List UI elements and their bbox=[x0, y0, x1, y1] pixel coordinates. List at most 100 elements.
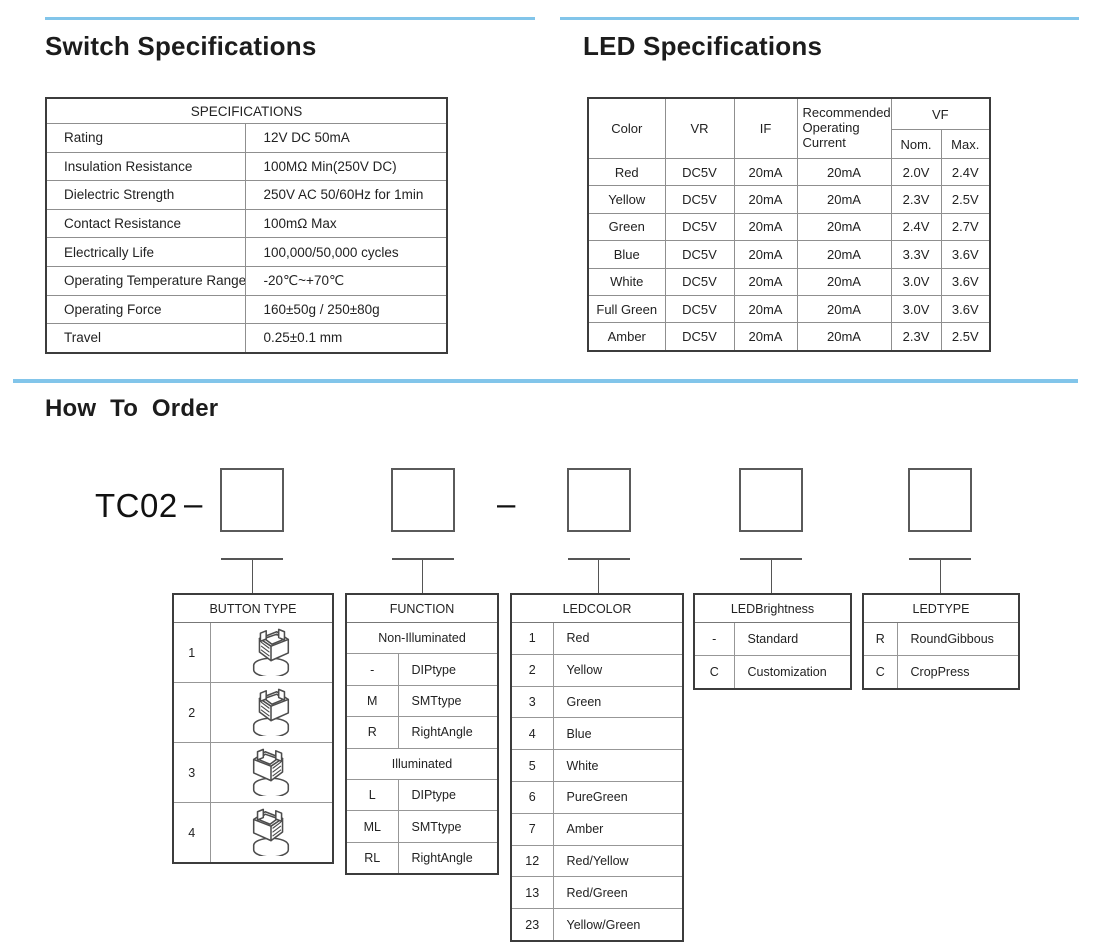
label-cell: Blue bbox=[552, 717, 684, 751]
led-color-cell: White bbox=[587, 267, 666, 296]
vf-nom-cell: 3.0V bbox=[890, 267, 942, 296]
vf-nom-cell: 3.3V bbox=[890, 240, 942, 269]
table-row: -Standard bbox=[693, 622, 852, 656]
label-cell: RoundGibbous bbox=[896, 622, 1020, 656]
vf-nom-cell: 2.3V bbox=[890, 322, 942, 352]
spec-label: Operating Temperature Range bbox=[45, 265, 246, 296]
code-cell: 2 bbox=[172, 682, 211, 743]
code-cell: ML bbox=[345, 810, 399, 843]
spec-value: 100MΩ Min(250V DC) bbox=[244, 151, 448, 182]
label-cell: Yellow/Green bbox=[552, 908, 684, 942]
roc-cell: 20mA bbox=[796, 322, 892, 352]
button-image-cell bbox=[209, 802, 334, 864]
vf-nom-cell: 2.3V bbox=[890, 185, 942, 214]
code-cell: C bbox=[862, 655, 898, 690]
table-row: 4 bbox=[172, 802, 334, 864]
vf-max-cell: 3.6V bbox=[940, 240, 991, 269]
vr-cell: DC5V bbox=[664, 185, 735, 214]
label-cell: Amber bbox=[552, 812, 684, 846]
table-row: 2 bbox=[172, 682, 334, 743]
code-cell: 3 bbox=[510, 685, 554, 719]
label-cell: DIPtype bbox=[397, 778, 499, 812]
col-header-max: Max. bbox=[940, 129, 991, 159]
table-header: BUTTON TYPE bbox=[172, 593, 334, 623]
table-header-row: LEDTYPE bbox=[862, 593, 1020, 623]
accent-line-left bbox=[45, 17, 535, 20]
table-row: Operating Temperature Range-20℃~+70℃ bbox=[45, 265, 448, 296]
roc-cell: 20mA bbox=[796, 240, 892, 269]
vf-nom-cell: 2.4V bbox=[890, 212, 942, 242]
vf-max-cell: 3.6V bbox=[940, 267, 991, 296]
vf-max-cell: 2.7V bbox=[940, 212, 991, 242]
led-color-cell: Amber bbox=[587, 322, 666, 352]
col-header-color: Color bbox=[587, 97, 666, 159]
label-cell: PureGreen bbox=[552, 780, 684, 814]
button-type-table: BUTTON TYPE 1 2 3 4 bbox=[172, 593, 334, 864]
table-header-row: Nom. Max. bbox=[588, 129, 991, 159]
roc-cell: 20mA bbox=[796, 185, 892, 214]
vr-cell: DC5V bbox=[664, 294, 735, 324]
order-code-box-button-type bbox=[220, 468, 284, 532]
dash-separator: – bbox=[497, 485, 516, 522]
table-header: LEDTYPE bbox=[862, 593, 1020, 623]
label-cell: White bbox=[552, 749, 684, 782]
spec-value: 0.25±0.1 mm bbox=[244, 323, 448, 354]
table-row: -DIPtype bbox=[345, 653, 499, 686]
label-cell: RightAngle bbox=[397, 716, 499, 749]
accent-line-middle bbox=[13, 379, 1078, 383]
table-row: 1 bbox=[172, 622, 334, 683]
table-header-row: BUTTON TYPE bbox=[172, 593, 334, 623]
led-color-cell: Red bbox=[587, 157, 666, 187]
col-header-if: IF bbox=[733, 97, 798, 159]
table-row: Non-Illuminated bbox=[345, 621, 499, 655]
label-cell: RightAngle bbox=[397, 841, 499, 875]
if-cell: 20mA bbox=[733, 267, 798, 296]
table-header-row: LEDCOLOR bbox=[510, 593, 684, 623]
connector-line bbox=[252, 558, 253, 593]
code-cell: 5 bbox=[510, 749, 554, 782]
label-cell: CropPress bbox=[896, 655, 1020, 690]
led-color-cell: Blue bbox=[587, 240, 666, 269]
part-number-prefix: TC02 bbox=[95, 487, 178, 524]
spec-value: 12V DC 50mA bbox=[244, 123, 448, 153]
code-cell: 13 bbox=[510, 876, 554, 910]
accent-line-right bbox=[560, 17, 1079, 20]
label-cell: SMTtype bbox=[397, 684, 499, 718]
button-image-cell bbox=[209, 622, 334, 683]
label-cell: Red bbox=[552, 622, 684, 655]
spec-value: 100,000/50,000 cycles bbox=[244, 237, 448, 267]
vr-cell: DC5V bbox=[664, 240, 735, 269]
spec-label: Rating bbox=[45, 123, 246, 153]
led-color-cell: Green bbox=[587, 212, 666, 242]
if-cell: 20mA bbox=[733, 294, 798, 324]
order-code-box-led-brightness bbox=[739, 468, 803, 532]
vr-cell: DC5V bbox=[664, 212, 735, 242]
code-cell: - bbox=[345, 653, 399, 686]
dash-separator: – bbox=[184, 485, 203, 522]
connector-line bbox=[598, 558, 599, 593]
code-cell: M bbox=[345, 684, 399, 718]
col-header-vr: VR bbox=[664, 97, 735, 159]
code-cell: 6 bbox=[510, 780, 554, 814]
vr-cell: DC5V bbox=[664, 322, 735, 352]
table-header: LEDBrightness bbox=[693, 593, 852, 623]
spec-label: Insulation Resistance bbox=[45, 151, 246, 182]
vr-cell: DC5V bbox=[664, 157, 735, 187]
code-cell: 4 bbox=[172, 802, 211, 864]
